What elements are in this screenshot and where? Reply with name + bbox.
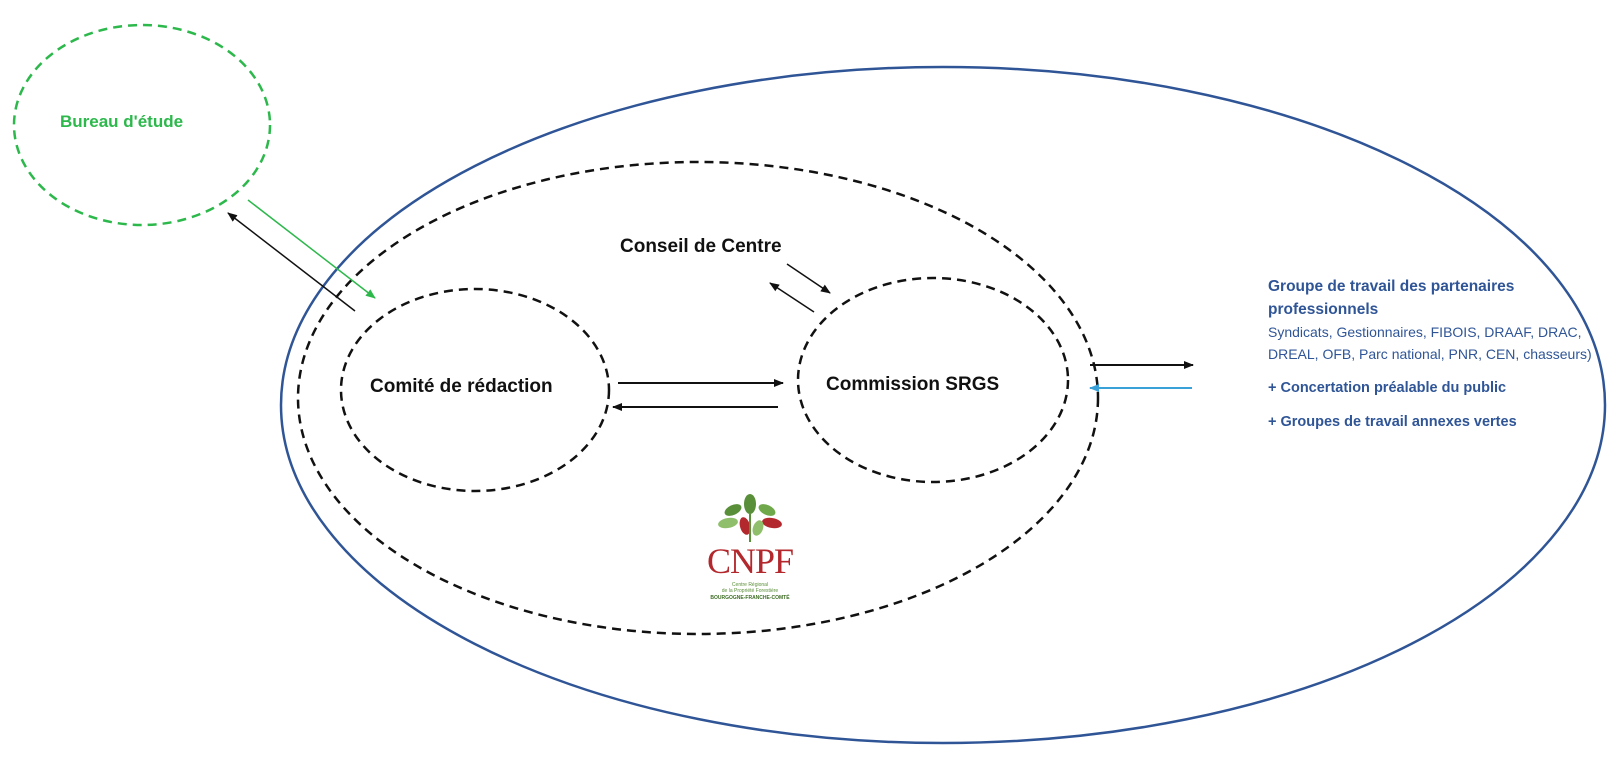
cnpf-logo-text: CNPF: [706, 541, 794, 581]
arrow-bureau-to-comite: [247, 199, 376, 299]
cnpf-logo: CNPF Centre Régional de la Propriété For…: [690, 492, 810, 604]
comite-label: Comité de rédaction: [370, 376, 553, 397]
cnpf-logo-subtitle-2: de la Propriété Forestière: [721, 588, 779, 594]
comite-ellipse: [339, 287, 611, 493]
outer-ellipse: [279, 65, 1607, 745]
groupe-title: Groupe de travail des partenaires profes…: [1268, 278, 1515, 318]
groupe-block: Groupe de travail des partenaires profes…: [1268, 275, 1608, 433]
groupe-members: Syndicats, Gestionnaires, FIBOIS, DRAAF,…: [1268, 324, 1592, 362]
conseil-label: Conseil de Centre: [620, 236, 782, 257]
commission-label: Commission SRGS: [826, 374, 1000, 395]
groupe-extra-concertation: + Concertation préalable du public: [1268, 380, 1507, 396]
cnpf-leaf-logo-icon: [718, 494, 782, 542]
bureau-label: Bureau d'étude: [60, 112, 184, 131]
arrow-conseil-to-commission: [786, 263, 831, 294]
bureau-ellipse: [12, 23, 272, 227]
cnpf-logo-subtitle-3: BOURGOGNE-FRANCHE-COMTÉ: [710, 595, 790, 601]
commission-ellipse: [796, 276, 1070, 484]
cnpf-logo-subtitle-1: Centre Régional: [731, 582, 769, 588]
inner-dashed-ellipse: [296, 160, 1100, 636]
groupe-extra-annexes: + Groupes de travail annexes vertes: [1268, 414, 1517, 430]
arrow-commission-to-conseil: [769, 282, 815, 313]
arrow-comite-to-bureau: [227, 212, 356, 312]
